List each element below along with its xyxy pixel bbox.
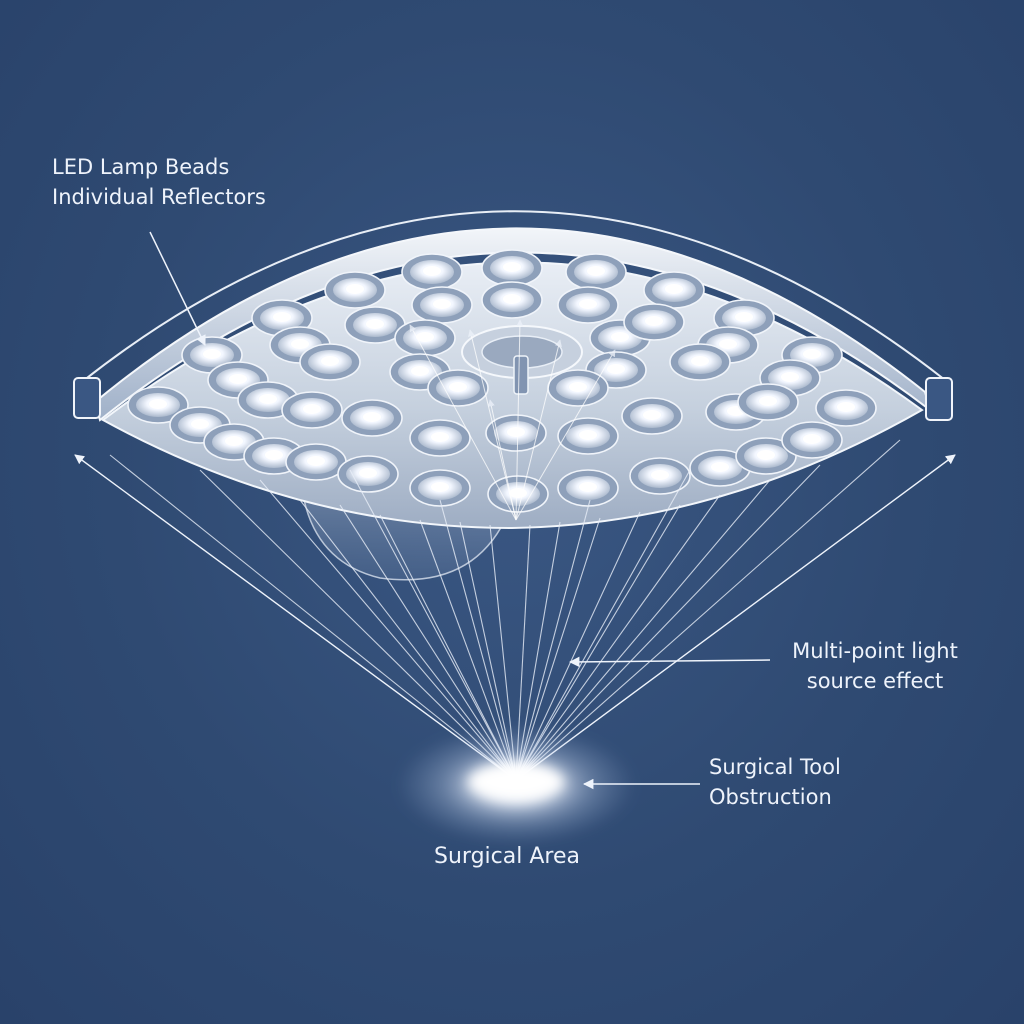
led-bead-icon bbox=[621, 397, 683, 435]
led-bead-icon bbox=[781, 421, 843, 459]
multi-point-label: Multi-point light source effect bbox=[760, 636, 990, 696]
led-bead-icon bbox=[409, 469, 471, 507]
led-bead-icon bbox=[401, 253, 463, 291]
led-bead-icon bbox=[623, 303, 685, 341]
multi-point-label-line2: source effect bbox=[806, 669, 944, 693]
led-bead-icon bbox=[737, 383, 799, 421]
led-bead-icon bbox=[547, 369, 609, 407]
light-ray bbox=[199, 469, 517, 781]
led-bead-icon bbox=[735, 437, 797, 475]
led-bead-icon bbox=[281, 391, 343, 429]
led-bead-icon bbox=[565, 253, 627, 291]
left-handle-icon bbox=[73, 377, 101, 419]
light-focus-core bbox=[468, 764, 564, 800]
reflector-ray-arrow bbox=[409, 324, 517, 521]
led-bead-icon bbox=[341, 399, 403, 437]
led-beads-label: LED Lamp Beads Individual Reflectors bbox=[52, 152, 266, 212]
light-ray bbox=[109, 454, 517, 781]
tool-obstruction-label-line2: Obstruction bbox=[709, 785, 832, 809]
led-bead-icon bbox=[411, 286, 473, 324]
lamp-outer-rim-line bbox=[77, 210, 946, 386]
led-beads-label-line1: LED Lamp Beads bbox=[52, 155, 230, 179]
led-pointer-line bbox=[149, 231, 206, 346]
led-bead-icon bbox=[585, 351, 647, 389]
led-bead-icon bbox=[669, 343, 731, 381]
right-handle-icon bbox=[925, 377, 953, 421]
led-bead-icon bbox=[481, 281, 543, 319]
multi-point-label-line1: Multi-point light bbox=[792, 639, 958, 663]
led-bead-icon bbox=[557, 417, 619, 455]
outer-ray-arrow bbox=[74, 454, 517, 781]
reflector-ray-arrow bbox=[515, 339, 562, 521]
surgical-area-label: Surgical Area bbox=[434, 842, 580, 872]
led-bead-icon bbox=[394, 319, 456, 357]
multi-point-pointer-line bbox=[568, 656, 771, 668]
outer-ray-arrow bbox=[515, 454, 956, 781]
led-bead-icon bbox=[485, 414, 547, 452]
led-bead-icon bbox=[557, 286, 619, 324]
tool-obstruction-label: Surgical Tool Obstruction bbox=[709, 752, 841, 812]
led-bead-icon bbox=[299, 343, 361, 381]
led-beads-label-line2: Individual Reflectors bbox=[52, 185, 266, 209]
led-bead-icon bbox=[324, 271, 386, 309]
center-hub-stem bbox=[513, 355, 529, 395]
reflector-ray-arrow bbox=[515, 319, 524, 521]
surgical-area-label-text: Surgical Area bbox=[434, 844, 580, 869]
led-bead-icon bbox=[285, 443, 347, 481]
reflector-ray-arrow bbox=[468, 329, 517, 521]
led-bead-icon bbox=[337, 455, 399, 493]
led-bead-icon bbox=[629, 457, 691, 495]
reflector-ray-arrow bbox=[487, 399, 517, 521]
led-bead-icon bbox=[181, 336, 243, 374]
led-bead-icon bbox=[815, 389, 877, 427]
led-bead-icon bbox=[127, 386, 189, 424]
led-bead-icon bbox=[344, 306, 406, 344]
led-bead-icon bbox=[409, 419, 471, 457]
light-ray bbox=[515, 464, 821, 781]
light-ray bbox=[515, 439, 901, 781]
led-bead-icon bbox=[481, 249, 543, 287]
reflector-ray-arrow bbox=[515, 349, 616, 521]
led-bead-icon bbox=[557, 469, 619, 507]
led-bead-icon bbox=[643, 271, 705, 309]
led-bead-group bbox=[127, 249, 877, 513]
led-bead-icon bbox=[487, 475, 549, 513]
tool-obstruction-label-line1: Surgical Tool bbox=[709, 755, 841, 779]
